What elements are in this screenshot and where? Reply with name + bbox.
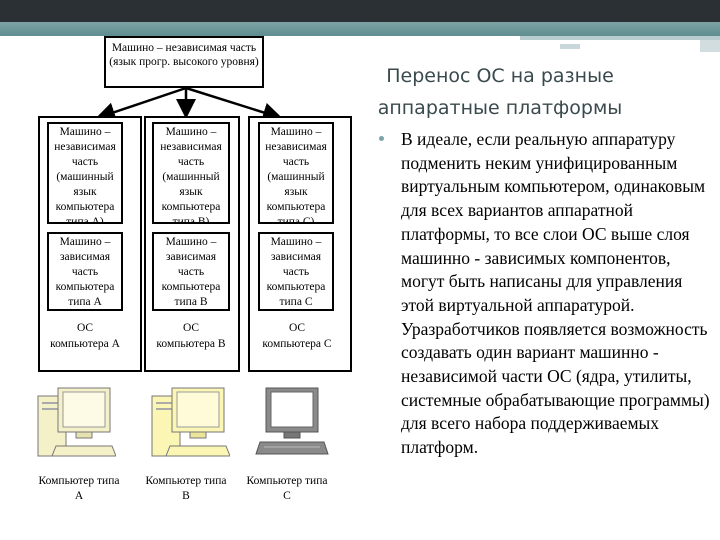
slide-title-line-1: Перенос ОС на разные: [386, 65, 614, 87]
independent-part-a-label: Машино – независимая часть (машинный язы…: [54, 126, 116, 224]
dependent-part-a-label: Машино – зависимая часть компьютера типа…: [55, 236, 115, 308]
arrow-to-a: [95, 86, 187, 122]
os-label-b: ОС компьютера В: [156, 322, 226, 350]
machine-independent-top-box: Машино – независимая часть (язык прогр. …: [104, 36, 264, 88]
dependent-part-b-label: Машино – зависимая часть компьютера типа…: [161, 236, 221, 308]
computer-icon-gray: [255, 387, 329, 455]
dependent-part-b: Машино – зависимая часть компьютера типа…: [152, 232, 230, 311]
independent-part-b: Машино – независимая часть (машинный язы…: [152, 122, 230, 224]
bullet-dot-icon: [379, 136, 384, 141]
computer-icon-beige: [37, 387, 116, 457]
arrow-to-c: [185, 86, 283, 123]
top-box-label: Машино – независимая часть (язык прогр. …: [109, 42, 259, 68]
dependent-part-c: Машино – зависимая часть компьютера типа…: [258, 232, 334, 311]
independent-part-b-label: Машино – независимая часть (машинный язы…: [160, 126, 222, 224]
os-label-a: ОС компьютера А: [50, 322, 120, 350]
top-accent-stripe: [0, 22, 720, 36]
slide-title: Перенос ОС на разные аппаратные платформ…: [350, 60, 650, 124]
independent-part-c: Машино – независимая часть (машинный язы…: [258, 122, 334, 224]
computer-icon-yellow: [151, 387, 230, 457]
decor-line: [520, 36, 720, 40]
computer-label-a: Компьютер типа А: [38, 475, 120, 502]
dependent-part-c-label: Машино – зависимая часть компьютера типа…: [266, 236, 326, 308]
top-bar: [0, 0, 720, 22]
independent-part-a: Машино – независимая часть (машинный язы…: [47, 122, 123, 224]
independent-part-c-label: Машино – независимая часть (машинный язы…: [265, 126, 327, 224]
dependent-part-a: Машино – зависимая часть компьютера типа…: [47, 232, 123, 311]
decor-block: [560, 44, 580, 49]
bullet-item: В идеале, если реальную аппаратуру подме…: [379, 128, 713, 460]
slide-title-line-2: аппаратные платформы: [377, 97, 623, 119]
computer-label-b: Компьютер типа В: [145, 475, 227, 502]
bullet-text: В идеале, если реальную аппаратуру подме…: [401, 129, 710, 458]
decor-block: [700, 40, 720, 52]
os-label-c: ОС компьютера С: [262, 322, 332, 350]
computer-label-c: Компьютер типа С: [246, 475, 328, 502]
